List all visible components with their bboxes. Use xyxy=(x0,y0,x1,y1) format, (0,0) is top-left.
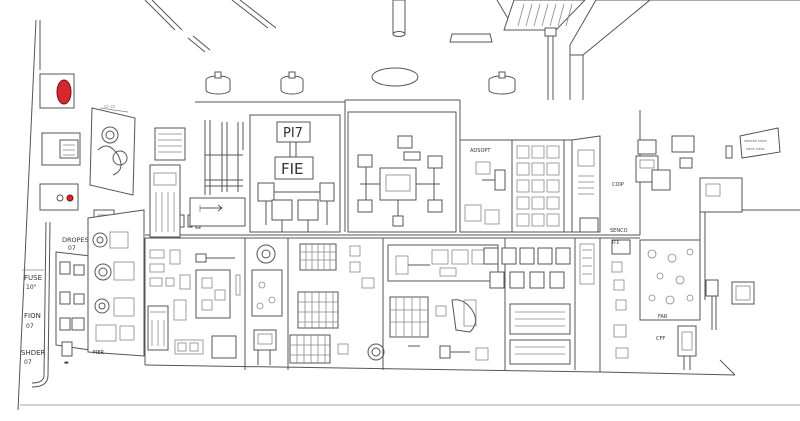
left-cabinet: ▬ xyxy=(55,251,91,366)
sign-fie: FIE xyxy=(281,160,304,178)
sign-text: ▭▭▭ ▭▭ xyxy=(744,139,767,144)
wall-panel-vents xyxy=(154,120,244,195)
coip-caption: COIP xyxy=(612,182,624,188)
ceiling-lamp-icon xyxy=(205,71,231,95)
gauge-icon xyxy=(94,263,112,281)
dropes-caption: DROPES xyxy=(62,236,89,244)
senco-caption: SENCO xyxy=(610,228,628,234)
ceiling xyxy=(144,0,800,100)
fier-caption: FIER xyxy=(93,350,105,356)
left-label-1-sub: 10" xyxy=(26,284,37,291)
left-label-1: FUSE xyxy=(24,274,42,282)
center-schematic-panel xyxy=(347,111,457,233)
monitor-row-console xyxy=(483,247,571,365)
lower-left-console xyxy=(147,249,241,359)
left-label-2: FION xyxy=(24,312,41,320)
ceiling-lamp-icon xyxy=(280,71,304,95)
gauge-icon xyxy=(92,232,108,248)
angled-diagram-panel: ▭ ▭ xyxy=(89,104,136,196)
ffe-caption: FFE xyxy=(612,240,620,245)
left-label-3-sub: 07 xyxy=(24,359,32,366)
right-equipment: COIP SENCO ▭▭▭ ▭▭ ▭▭ ▭▭ FAR CFF xyxy=(610,127,781,370)
sign-text: ▭▭ ▭▭ xyxy=(746,147,764,152)
left-label-2-sub: 07 xyxy=(26,323,34,330)
adsopt-caption: ADSOPT xyxy=(470,148,491,154)
right-strip-panel xyxy=(571,135,601,285)
cff-caption: CFF xyxy=(656,336,665,342)
vent-grilles-console xyxy=(289,243,375,364)
left-label-3: SHDER xyxy=(21,349,46,357)
ceiling-lamp-icon xyxy=(488,71,516,95)
ventilation-duct-icon xyxy=(503,0,586,31)
left-console-block xyxy=(149,164,201,238)
middle-console-right xyxy=(367,244,499,361)
far-caption: FAR xyxy=(658,314,668,320)
central-sign-panel: PI7 FIE xyxy=(249,114,341,233)
tiny-label: ▭ ▭ xyxy=(104,104,115,110)
console-outline xyxy=(144,99,800,376)
left-wall: FUSE 10" FION 07 SHDER 07 xyxy=(17,19,81,411)
dropes-caption-sub: 07 xyxy=(68,245,76,252)
sign-pi7: PI7 xyxy=(283,126,303,141)
gauge-icon xyxy=(94,298,110,314)
gauge-icon xyxy=(256,244,276,264)
monitor-grid-panel: ADSOPT xyxy=(459,139,573,233)
cabinet-caption: ▬ xyxy=(64,360,69,366)
ceiling-ring-light-icon xyxy=(371,67,419,87)
arrow-panel xyxy=(189,197,246,227)
valve-icon xyxy=(319,182,335,202)
valve-icon xyxy=(257,182,275,202)
ring-gauge-console xyxy=(251,244,283,365)
gauge-cabinet: FIER xyxy=(87,209,145,357)
red-alarm-light-icon xyxy=(56,79,72,105)
